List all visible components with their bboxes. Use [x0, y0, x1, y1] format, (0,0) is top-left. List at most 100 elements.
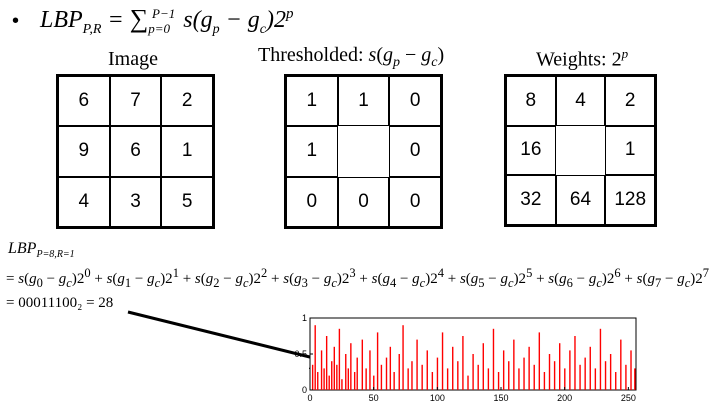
image-grid: 6 7 2 9 6 1 4 3 5 — [56, 74, 215, 229]
weights-cell: 8 — [506, 76, 556, 126]
lbp-expansion: = s(g0 − gc)20 + s(g1 − gc)21 + s(g2 − g… — [6, 266, 709, 290]
histogram-bar — [373, 375, 375, 390]
weights-cell: 32 — [506, 175, 556, 225]
image-cell: 6 — [109, 126, 162, 177]
histogram-bar — [314, 325, 316, 390]
histogram-bar — [353, 372, 356, 390]
histogram-bar — [508, 361, 510, 390]
histogram-bar — [502, 350, 505, 390]
y-tick-label: 0 — [302, 385, 307, 395]
histogram-bar — [472, 354, 474, 390]
histogram-bar — [380, 364, 383, 390]
histogram-bar — [492, 328, 495, 390]
histogram-bar — [341, 379, 343, 390]
histogram-bar — [431, 372, 434, 390]
x-tick-label: 0 — [307, 393, 312, 403]
y-tick-label: 0.5 — [294, 349, 307, 359]
weights-cell: 64 — [555, 175, 606, 225]
histogram-bar — [402, 325, 404, 390]
histogram-bar — [518, 368, 520, 390]
histogram-bar — [411, 361, 413, 390]
histogram-bar — [609, 354, 612, 390]
histogram-bar — [331, 361, 333, 390]
histogram-bar — [333, 346, 335, 390]
threshold-cell: 1 — [337, 76, 390, 127]
weights-cell: 16 — [506, 125, 556, 176]
x-tick-label: 200 — [557, 393, 572, 403]
histogram-bar — [338, 328, 341, 390]
histogram-bar — [311, 364, 314, 390]
image-cell: 5 — [161, 176, 213, 227]
histogram-bar — [369, 350, 371, 390]
histogram-bar — [487, 368, 490, 390]
histogram-bar — [533, 364, 535, 390]
x-tick-label: 150 — [494, 393, 509, 403]
histogram-bar — [558, 343, 561, 390]
histogram-bar — [317, 372, 319, 390]
histogram-bar — [615, 372, 617, 390]
histogram-bar — [336, 364, 338, 390]
histogram-bar — [584, 357, 586, 390]
histogram-bar — [347, 368, 350, 390]
histogram-bar — [350, 343, 352, 390]
histogram-bar — [574, 336, 576, 390]
threshold-cell: 0 — [286, 176, 338, 227]
histogram-bar — [407, 368, 409, 390]
histogram-bar — [553, 361, 556, 390]
image-cell: 4 — [58, 176, 110, 227]
x-tick-label: 250 — [621, 393, 636, 403]
histogram-bar — [446, 368, 449, 390]
histogram-bar — [421, 364, 423, 390]
threshold-cell: 0 — [389, 76, 441, 127]
histogram-bar — [320, 350, 323, 390]
histogram-bar — [569, 350, 571, 390]
weights-cell: 128 — [605, 175, 655, 225]
weights-grid: 8 4 2 16 1 32 64 128 — [504, 74, 657, 227]
weights-cell: 1 — [605, 125, 655, 176]
weights-cell: 4 — [555, 76, 606, 126]
histogram-bar — [594, 368, 597, 390]
histogram-bar — [604, 361, 607, 390]
histogram-bar — [523, 357, 525, 390]
threshold-cell: 0 — [337, 176, 390, 227]
x-tick-label: 100 — [430, 393, 445, 403]
histogram-bar — [365, 368, 367, 390]
histogram-bar — [620, 339, 622, 390]
threshold-cell: 1 — [286, 76, 338, 127]
histogram-bar — [325, 336, 328, 390]
histogram-bar — [477, 364, 479, 390]
histogram-bar — [564, 368, 566, 390]
y-tick-label: 1 — [302, 313, 307, 323]
image-grid-title: Image — [108, 48, 158, 70]
histogram-bar — [345, 354, 347, 390]
lbp-histogram: 0 50 100 150 200 250 0 0.5 1 — [294, 313, 637, 403]
threshold-cell: 0 — [389, 126, 441, 177]
histogram-bar — [385, 357, 388, 390]
threshold-cell: 0 — [389, 176, 441, 227]
histogram-bar — [457, 361, 459, 390]
histogram-bar — [599, 328, 602, 390]
histogram-bar — [426, 350, 428, 390]
histogram-bar — [416, 339, 418, 390]
histogram-bar — [579, 364, 581, 390]
weights-cell: 2 — [605, 76, 655, 126]
histogram-bar — [589, 346, 591, 390]
weights-grid-title: Weights: 2p — [536, 46, 629, 71]
histogram-bar — [543, 372, 546, 390]
histogram-bar — [625, 364, 627, 390]
histogram-bar — [356, 357, 358, 390]
histogram-bar — [436, 357, 439, 390]
image-cell: 2 — [161, 76, 213, 127]
histogram-bar — [548, 354, 551, 390]
histogram-bar — [441, 332, 444, 390]
histogram-bar — [361, 339, 364, 390]
image-cell: 1 — [161, 126, 213, 177]
histogram-bar — [538, 332, 541, 390]
histogram-bar — [452, 346, 454, 390]
x-tick-label: 50 — [369, 393, 379, 403]
histogram-bar — [513, 339, 515, 390]
image-cell: 7 — [109, 76, 162, 127]
histogram-bar — [462, 336, 464, 390]
